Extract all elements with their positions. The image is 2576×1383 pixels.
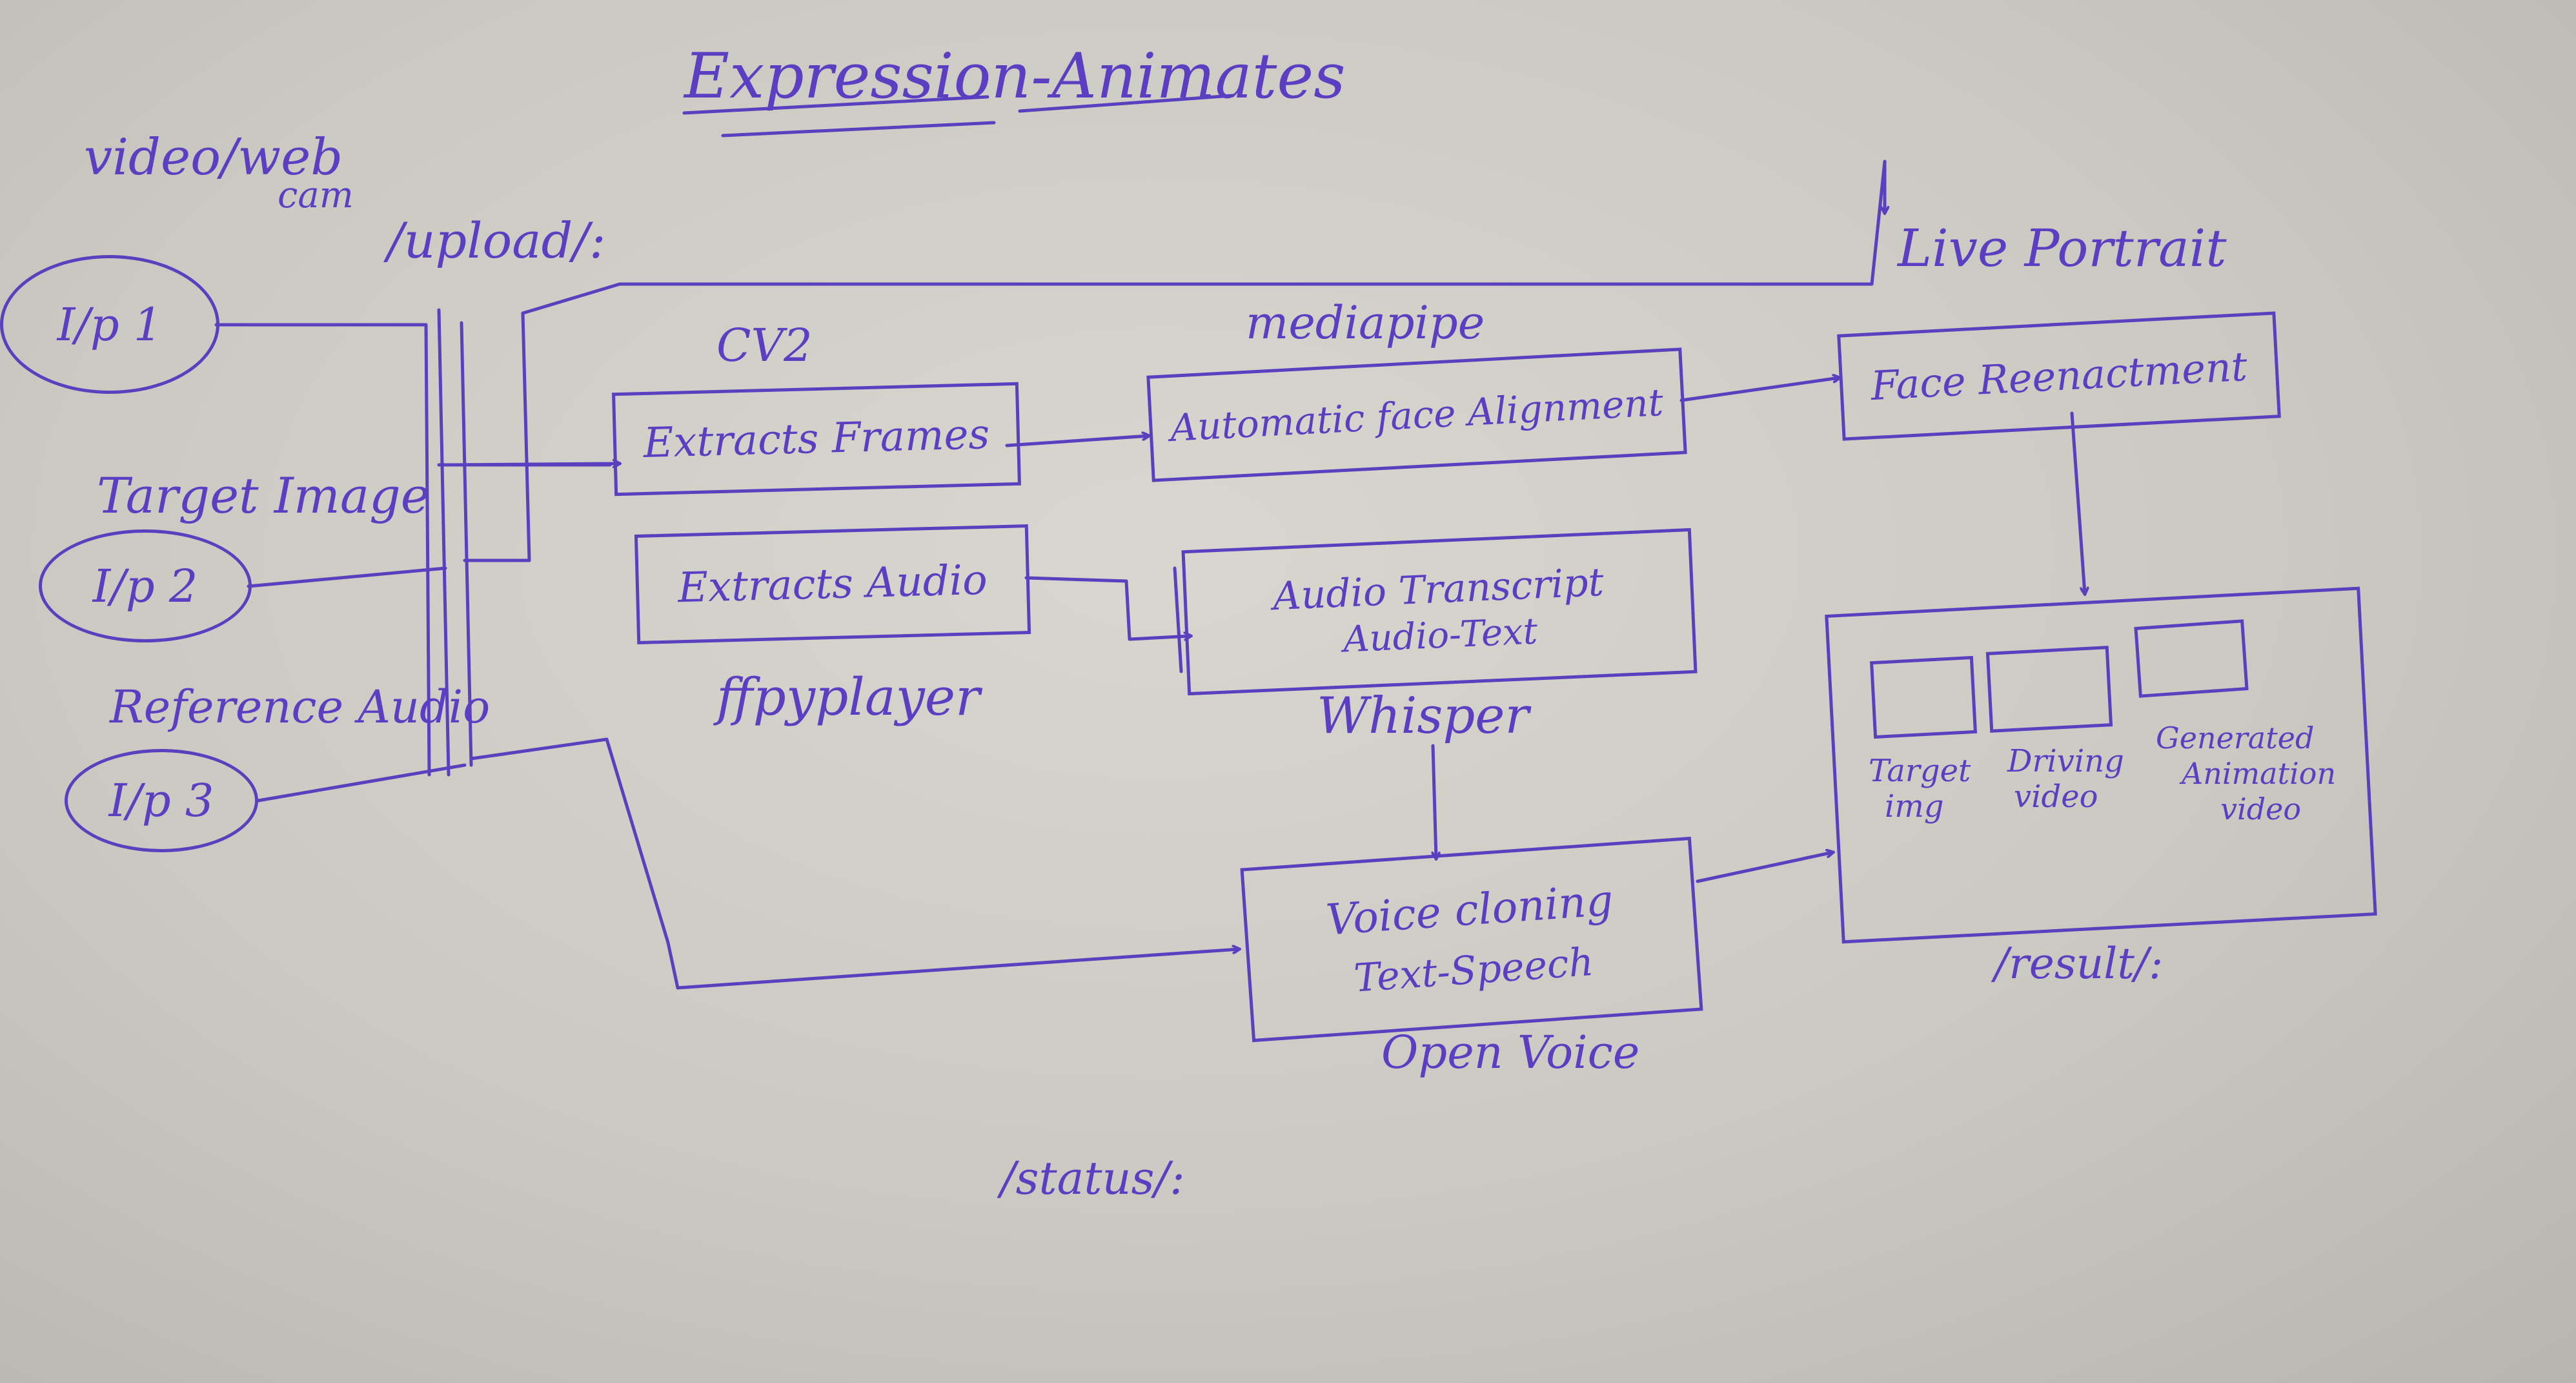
extract-audio-text: Extracts Audio bbox=[677, 556, 988, 613]
title-underline-3 bbox=[1018, 94, 1235, 113]
extract-frames-text: Extracts Frames bbox=[642, 410, 991, 468]
title-underline-2 bbox=[721, 121, 996, 138]
driving-video-caption-1: Driving bbox=[2007, 743, 2124, 779]
input1-oval: I/p 1 bbox=[0, 255, 219, 394]
audio-text-text: Audio-Text bbox=[1342, 610, 1539, 661]
voice-cloning-text: Voice cloning bbox=[1324, 875, 1615, 945]
text-speech-text: Text-Speech bbox=[1352, 939, 1596, 1001]
whisper-label: Whisper bbox=[1317, 687, 1529, 745]
driving-video-thumb bbox=[1985, 646, 2113, 733]
whisper-to-voice bbox=[1431, 744, 1436, 859]
source-label: video/web bbox=[84, 128, 343, 187]
generated-caption-3: video bbox=[2220, 792, 2302, 826]
mediapipe-label: mediapipe bbox=[1246, 296, 1485, 349]
input2-line bbox=[247, 566, 447, 588]
target-img-thumb bbox=[1869, 655, 1978, 739]
live-portrait-label: Live Portrait bbox=[1898, 218, 2227, 278]
face-alignment-text: Automatic face Alignment bbox=[1169, 380, 1665, 450]
audio-transcript-box: Audio Transcript Audio-Text bbox=[1181, 528, 1698, 696]
status-label: /status/: bbox=[1000, 1152, 1185, 1205]
ref-to-voice bbox=[469, 737, 1239, 990]
voice-to-result bbox=[1696, 852, 1833, 883]
generated-caption-1: Generated bbox=[2156, 721, 2315, 755]
face-reenactment-text: Face Reenactment bbox=[1869, 342, 2249, 409]
to-extract-frames bbox=[450, 464, 620, 465]
title-underline bbox=[682, 95, 989, 115]
input3-oval: I/p 3 bbox=[65, 749, 258, 852]
result-label: /result/: bbox=[1994, 939, 2164, 989]
extract-audio-box: Extracts Audio bbox=[634, 524, 1031, 644]
bus-bracket-2 bbox=[463, 159, 1885, 562]
input1-text: I/p 1 bbox=[57, 298, 163, 351]
audio-to-transcript bbox=[1024, 576, 1191, 639]
openvoice-label: Open Voice bbox=[1381, 1026, 1640, 1079]
generated-caption-2: Animation bbox=[2182, 756, 2337, 791]
source-label-cam: cam bbox=[278, 174, 354, 216]
ffpyplayer-label: ffpyplayer bbox=[716, 667, 980, 727]
target-img-caption-1: Target bbox=[1869, 753, 1971, 789]
input3-text: I/p 3 bbox=[108, 774, 214, 827]
upload-bus-2 bbox=[460, 321, 473, 767]
reenact-to-result bbox=[2070, 411, 2085, 594]
upload-bus bbox=[437, 308, 451, 777]
input2-oval: I/p 2 bbox=[39, 529, 252, 642]
frames-to-align bbox=[1005, 436, 1149, 447]
extract-frames-box: Extracts Frames bbox=[612, 382, 1021, 497]
driving-video-caption-2: video bbox=[2014, 779, 2098, 815]
upload-label: /upload/: bbox=[387, 212, 606, 269]
input1-line bbox=[214, 323, 431, 777]
target-image-label: Target Image bbox=[97, 467, 430, 524]
voice-cloning-box: Voice cloning Text-Speech bbox=[1240, 836, 1703, 1043]
target-img-caption-2: img bbox=[1885, 788, 1944, 825]
generated-video-thumb bbox=[2134, 619, 2249, 698]
audio-transcript-text: Audio Transcript bbox=[1272, 559, 1605, 619]
reference-audio-label: Reference Audio bbox=[110, 681, 491, 733]
cv2-label: CV2 bbox=[716, 319, 813, 372]
input3-line bbox=[256, 763, 467, 803]
align-to-reenact bbox=[1679, 378, 1840, 402]
transcript-tick bbox=[1173, 566, 1183, 673]
input2-text: I/p 2 bbox=[92, 559, 198, 613]
diagram-title: Expression-Animates bbox=[684, 40, 1346, 112]
